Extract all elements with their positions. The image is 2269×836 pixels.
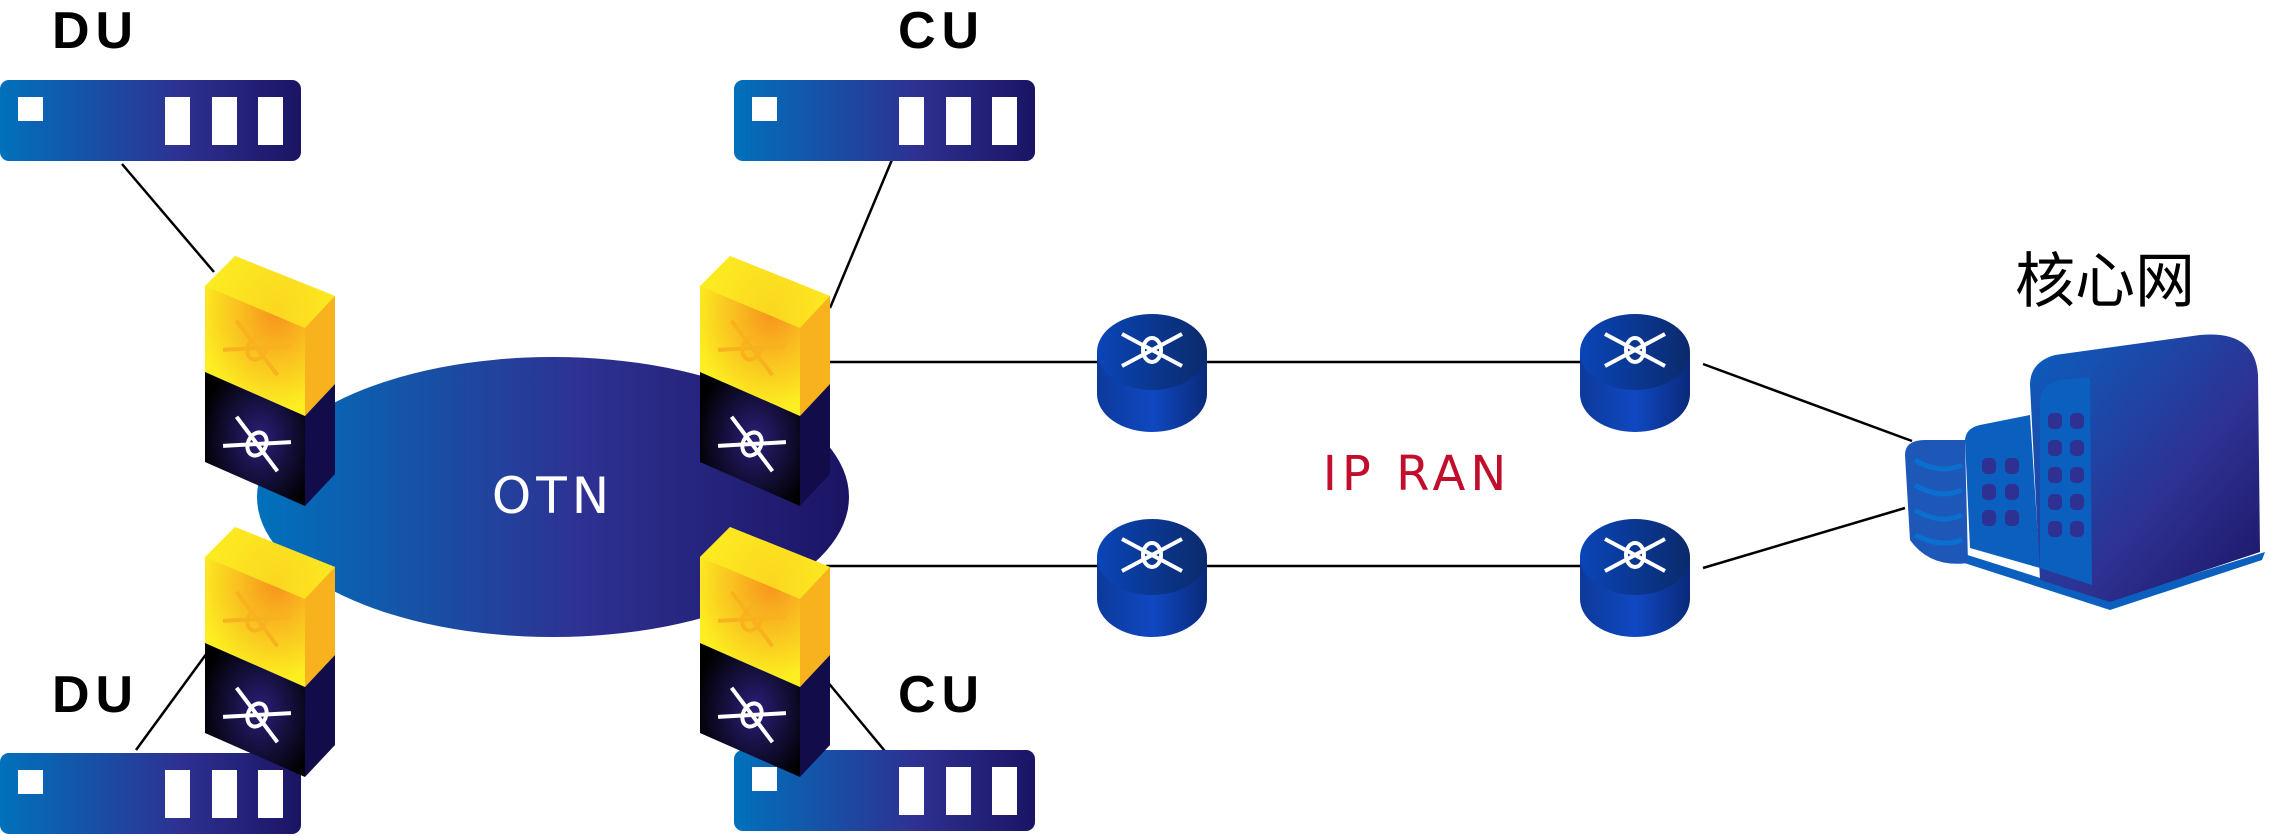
core-network-label: 核心网 [2015,247,2195,317]
ipran-label: IP RAN [1323,446,1512,502]
ipran-router-top-right [1580,314,1690,432]
otn-switch-top-right [700,256,830,506]
links [121,142,1913,769]
cu-label-bottom: CU [898,666,985,724]
du-label-bottom: DU [52,666,139,724]
link-router-core-bottom [1702,506,1906,570]
core-network-icon [1905,334,2265,610]
cu-label-top: CU [898,2,985,60]
cu-server-top [734,80,1035,161]
ipran-router-top-left [1097,314,1207,432]
ipran-router-bottom-right [1580,519,1690,637]
link-cu-top [828,142,901,309]
du-server-bottom [0,753,301,834]
link-router-core-top [1702,362,1913,443]
ipran-router-bottom-left [1097,519,1207,637]
link-du-bottom [134,652,209,751]
otn-switch-bottom-right [700,527,830,777]
otn-switch-top-left [205,256,335,506]
otn-label: OTN [492,467,614,525]
du-label-top: DU [52,2,139,60]
link-du-top [121,163,215,273]
otn-switch-bottom-left [205,527,335,777]
du-server-top [0,80,301,161]
